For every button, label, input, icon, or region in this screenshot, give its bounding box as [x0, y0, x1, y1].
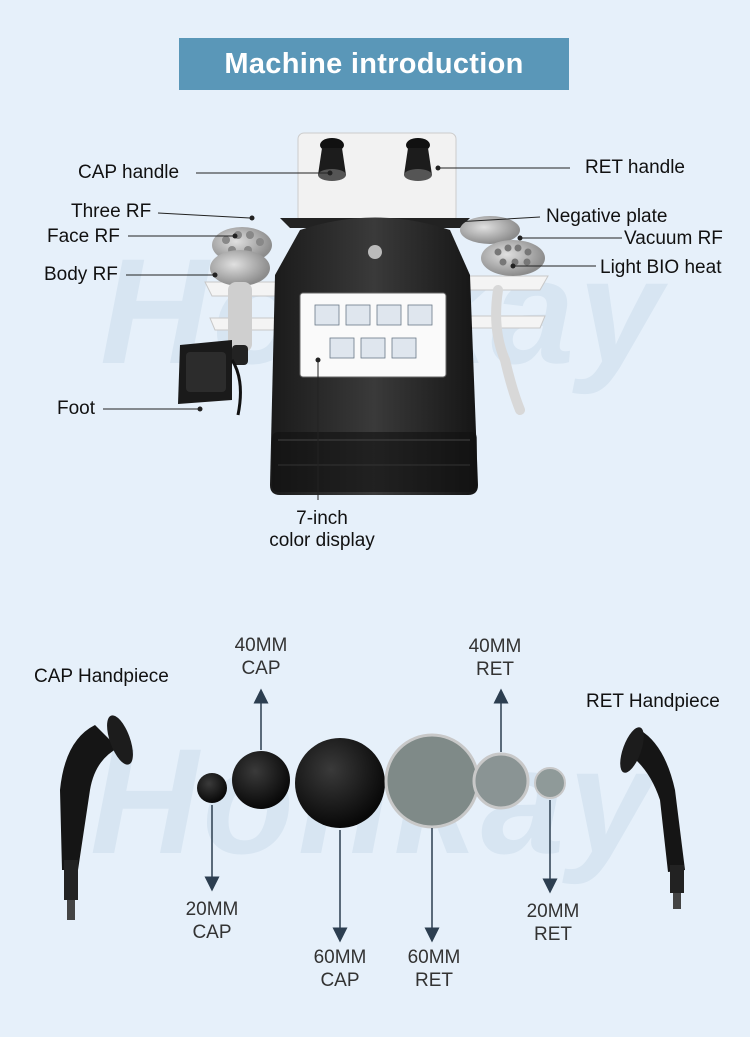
head-type: RET [534, 924, 572, 945]
body-rf-label: Body RF [44, 264, 118, 285]
head-size: 20MM [526, 901, 580, 922]
head-label: 40MM RET [455, 635, 535, 681]
face-rf-label: Face RF [47, 226, 120, 247]
head-label: 40MM CAP [221, 634, 301, 680]
vacuum-rf-label: Vacuum RF [624, 228, 723, 249]
cap-handpiece-label: CAP Handpiece [34, 666, 169, 687]
head-label: 60MM CAP [300, 946, 380, 992]
head-size: 60MM [313, 947, 367, 968]
cap-handle-image [318, 138, 346, 181]
head-label: 20MM CAP [172, 898, 252, 944]
ret-head-40mm [472, 752, 530, 810]
head-type: RET [476, 659, 514, 680]
ret-head-20mm [534, 767, 566, 799]
ret-handle-label: RET handle [585, 157, 685, 178]
head-label: 20MM RET [513, 900, 593, 946]
cap-head-20mm [197, 773, 227, 803]
ret-handle-image [404, 138, 432, 181]
foot-label: Foot [57, 398, 96, 419]
light-bio-heat-head [481, 240, 545, 415]
head-size: 60MM [407, 947, 461, 968]
light-bio-heat-label: Light BIO heat [600, 257, 722, 278]
ret-head-60mm [384, 733, 480, 829]
three-rf-label: Three RF [71, 201, 152, 222]
leader-lines [103, 167, 622, 500]
head-size: 40MM [468, 636, 522, 657]
head-type: CAP [320, 970, 360, 991]
cap-head-40mm [232, 751, 290, 809]
cap-handle-label: CAP handle [78, 162, 180, 183]
ret-handpiece-label: RET Handpiece [586, 691, 720, 712]
page-title: Machine introduction [179, 38, 569, 90]
head-arrows [204, 688, 558, 943]
body-rf-head [210, 250, 270, 365]
negative-plate-label: Negative plate [546, 206, 668, 227]
display-label-line2: color display [269, 530, 375, 551]
ret-handpiece-image [620, 727, 685, 909]
foot-pedal [178, 340, 242, 416]
head-type: RET [415, 970, 453, 991]
head-label: 60MM RET [394, 946, 474, 992]
cap-handpiece-image [60, 715, 133, 920]
cap-head-60mm [295, 738, 385, 828]
head-size: 20MM [185, 899, 239, 920]
vacuum-rf-head [460, 216, 520, 244]
color-display-label: 7-inch color display [266, 508, 378, 552]
handle-holder-panel [280, 132, 470, 228]
leader-dots [197, 165, 523, 412]
head-size: 40MM [234, 635, 288, 656]
color-display-screen [299, 292, 447, 378]
head-type: CAP [192, 922, 232, 943]
head-type: CAP [241, 658, 281, 679]
display-label-line1: 7-inch [296, 508, 348, 529]
right-tray-lower [469, 315, 546, 329]
